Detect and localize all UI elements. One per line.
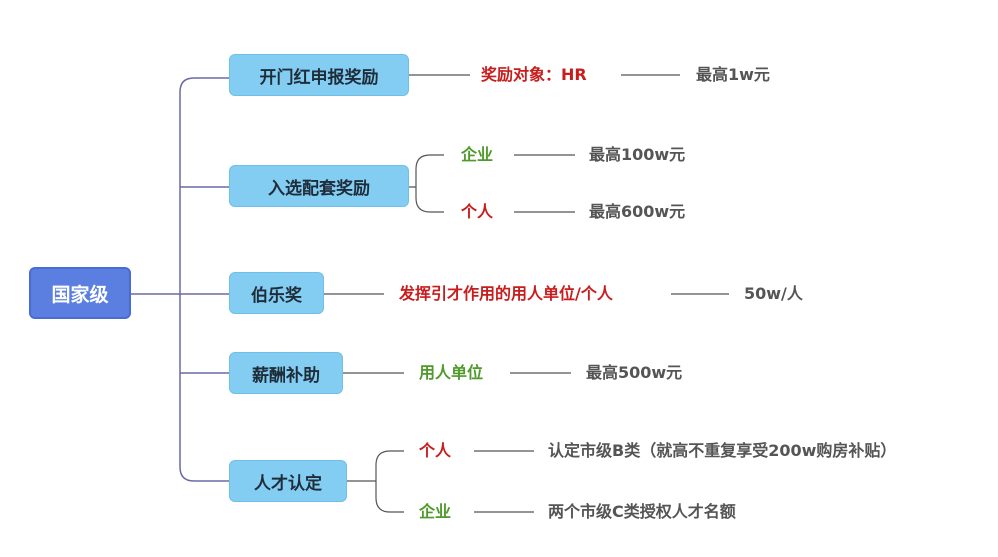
branch-label: 伯乐奖 — [251, 285, 302, 306]
branch-label: 开门红申报奖励 — [259, 67, 379, 88]
sub-label: 个人 — [461, 202, 494, 221]
sub-label: 用人单位 — [419, 363, 484, 382]
branch-5-fork — [375, 450, 404, 513]
branch-node-ruxuan: 入选配套奖励 — [229, 165, 409, 207]
value-label: 最高600w元 — [589, 202, 686, 221]
branch-2-fork — [415, 154, 444, 213]
main-trunk — [179, 77, 229, 482]
branch-label: 人才认定 — [254, 473, 322, 494]
sub-label: 奖励对象：HR — [481, 65, 587, 84]
value-label: 最高100w元 — [589, 145, 686, 164]
branch-label: 入选配套奖励 — [268, 178, 370, 199]
value-label: 最高1w元 — [696, 65, 770, 84]
branch-node-xinchou: 薪酬补助 — [229, 352, 343, 394]
sub-label: 企业 — [419, 502, 452, 521]
branch-node-rencai: 人才认定 — [229, 460, 347, 502]
value-label: 认定市级B类（就高不重复享受200w购房补贴） — [548, 441, 897, 460]
root-label: 国家级 — [51, 283, 109, 306]
root-node: 国家级 — [29, 267, 131, 319]
value-label: 两个市级C类授权人才名额 — [548, 502, 736, 521]
value-label: 最高500w元 — [586, 363, 683, 382]
sub-label: 个人 — [419, 441, 452, 460]
branch-node-kaimenhong: 开门红申报奖励 — [229, 54, 409, 96]
sub-label: 企业 — [461, 145, 494, 164]
branch-label: 薪酬补助 — [252, 365, 320, 386]
sub-label: 发挥引才作用的用人单位/个人 — [399, 284, 613, 303]
value-label: 50w/人 — [744, 284, 803, 303]
branch-node-bole: 伯乐奖 — [229, 272, 324, 314]
